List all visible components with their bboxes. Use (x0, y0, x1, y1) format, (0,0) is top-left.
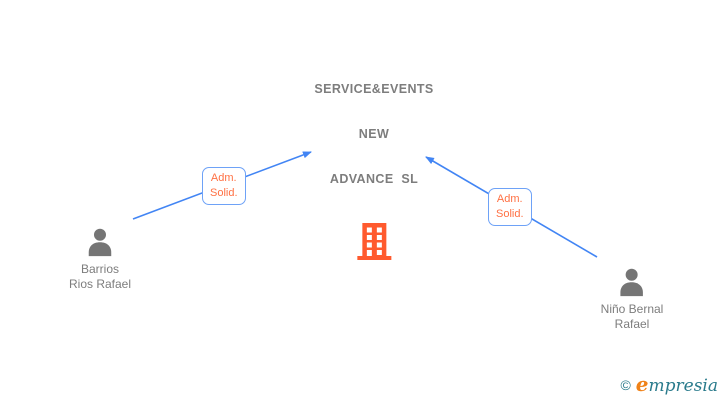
brand-rest: mpresia (648, 376, 719, 396)
person-name-line: Rios Rafael (68, 277, 132, 291)
person-node-barrios-rios-rafael[interactable]: Barrios Rios Rafael (69, 228, 131, 292)
person-name: Barrios Rios Rafael (69, 262, 131, 292)
person-name-line: Barrios (80, 262, 119, 276)
edge-role-line: Solid. (496, 208, 524, 220)
person-node-nino-bernal-rafael[interactable]: Niño Bernal Rafael (601, 268, 664, 332)
edge-role-chip-right: Adm. Solid. (488, 188, 532, 226)
company-node[interactable]: SERVICE&EVENTS NEW ADVANCE SL (314, 52, 433, 260)
company-name: SERVICE&EVENTS NEW ADVANCE SL (314, 52, 433, 217)
company-name-line: ADVANCE SL (329, 172, 419, 186)
edge-role-line: Adm. (210, 172, 237, 184)
person-icon (88, 228, 112, 257)
empresia-logo[interactable]: © empresia (620, 372, 719, 396)
building-icon (356, 223, 391, 260)
person-name-line: Rafael (614, 317, 650, 331)
brand-initial: e (635, 372, 649, 396)
copyright-icon: © (620, 377, 631, 393)
brand-wordmark: empresia (635, 372, 719, 396)
company-name-line: SERVICE&EVENTS (314, 82, 434, 96)
person-icon (620, 268, 644, 297)
company-name-line: NEW (358, 127, 390, 141)
edge-role-line: Adm. (496, 193, 523, 205)
person-name-line: Niño Bernal (600, 302, 664, 316)
edge-role-chip-left: Adm. Solid. (202, 167, 246, 205)
person-name: Niño Bernal Rafael (601, 302, 664, 332)
edge-role-line: Solid. (210, 187, 238, 199)
